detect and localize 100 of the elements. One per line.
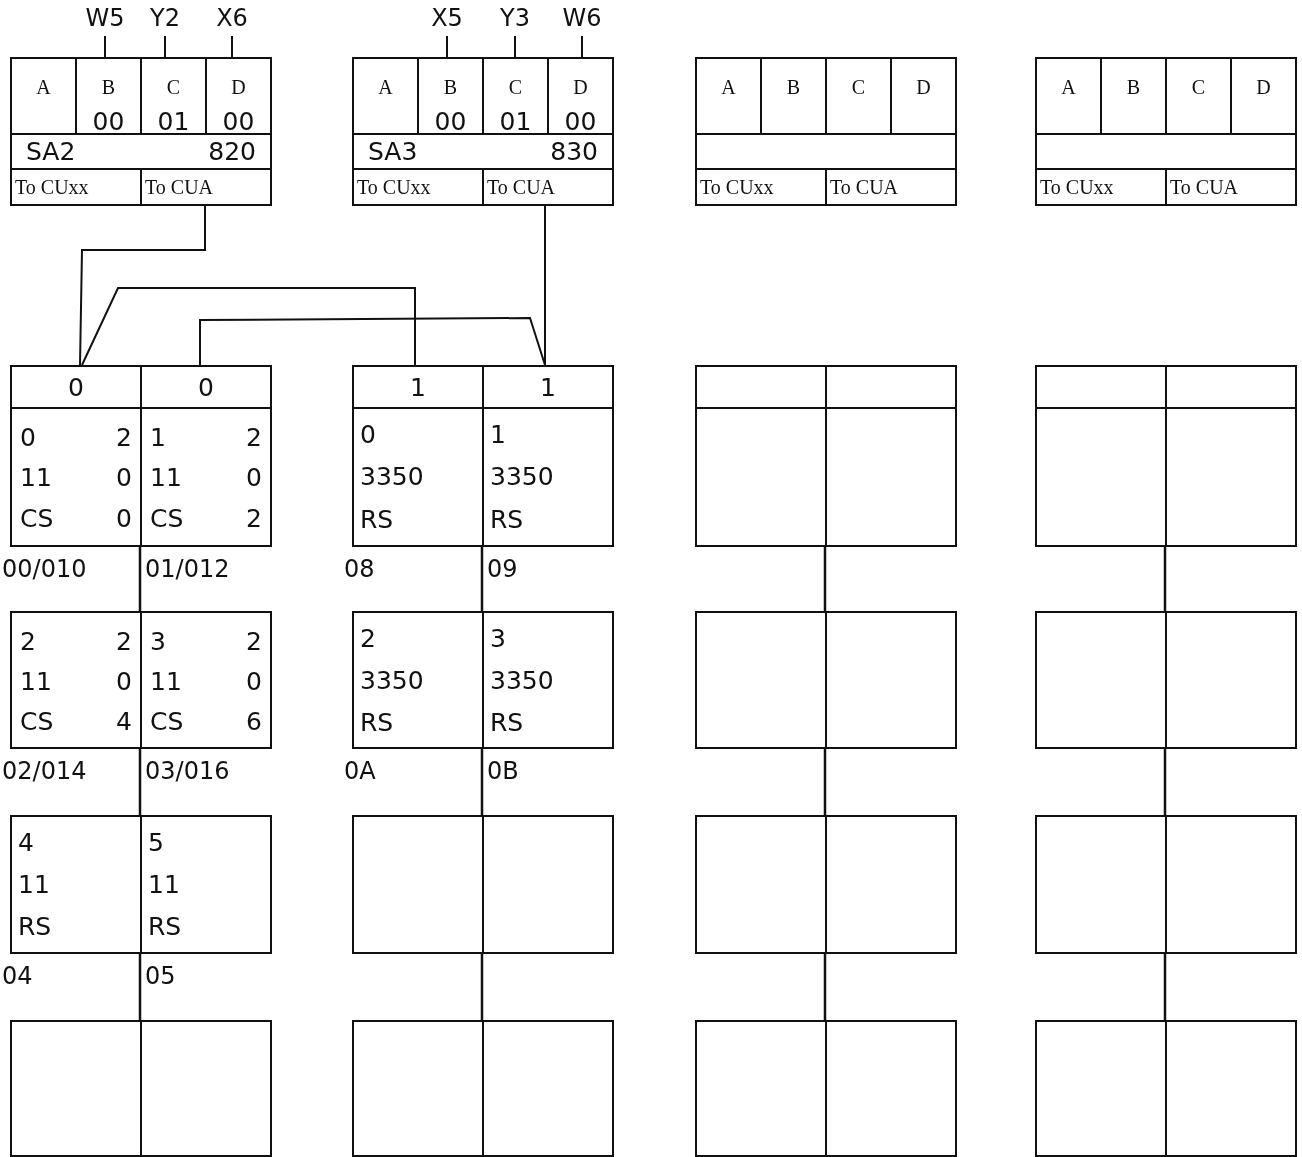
device-cell	[10, 611, 142, 749]
field-letter: A	[1061, 77, 1076, 97]
empty-box	[352, 1020, 484, 1157]
signal-label: X6	[207, 6, 257, 36]
device-cell	[140, 611, 272, 749]
cell-text: CS	[150, 708, 184, 734]
field-cell	[352, 57, 419, 135]
empty-box	[1035, 815, 1167, 954]
port-cell	[10, 168, 142, 206]
address-band	[10, 133, 272, 170]
empty-box	[825, 1020, 957, 1157]
cell-text: 0	[20, 424, 36, 450]
cell-text: 3350	[360, 464, 424, 490]
cell-text: 3350	[360, 667, 424, 693]
address-label: 0B	[487, 759, 519, 783]
cell-text: 3350	[490, 667, 554, 693]
cell-text: 0	[116, 506, 132, 532]
empty-box	[1035, 1020, 1167, 1157]
empty-box	[482, 1020, 614, 1157]
empty-box	[1165, 1020, 1297, 1157]
cell-text: 11	[150, 465, 182, 491]
connector-line	[79, 205, 206, 366]
cell-text: 11	[20, 668, 52, 694]
cell-text: 6	[246, 708, 262, 734]
connector-line	[199, 317, 546, 366]
address-label: 08	[344, 557, 375, 581]
leader-line	[104, 35, 106, 58]
port-cell	[695, 168, 827, 206]
cell-text: 2	[20, 628, 36, 654]
field-cell	[1230, 57, 1297, 135]
cell-text: CS	[20, 708, 54, 734]
device-cell	[352, 611, 484, 749]
cell-text: 11	[150, 668, 182, 694]
field-value: 01	[499, 109, 532, 134]
port-cell	[352, 168, 484, 206]
signal-label: W6	[557, 6, 607, 36]
field-value: 00	[434, 109, 467, 134]
empty-box	[695, 1020, 827, 1157]
address-label: 03/016	[145, 759, 230, 783]
empty-box	[825, 815, 957, 954]
signal-label: X5	[422, 6, 472, 36]
cell-text: To CUA	[487, 177, 556, 197]
device-cell	[140, 407, 272, 547]
cell-text: 1	[150, 424, 166, 450]
cell-text: To CUxx	[357, 177, 431, 197]
field-letter: B	[443, 77, 458, 97]
cell-text: 11	[20, 465, 52, 491]
field-letter: C	[166, 77, 181, 97]
cell-text: 2	[246, 506, 262, 532]
cell-text: 2	[360, 625, 376, 651]
empty-box	[695, 133, 957, 170]
port-cell	[1035, 168, 1167, 206]
cell-text: RS	[490, 507, 524, 533]
cell-text: 0	[116, 465, 132, 491]
field-letter: D	[231, 77, 246, 97]
empty-box	[352, 815, 484, 954]
field-value: 01	[157, 109, 190, 134]
field-letter: C	[851, 77, 866, 97]
cell-text: To CUxx	[700, 177, 774, 197]
signal-label: W5	[80, 6, 130, 36]
cell-text: 4	[18, 829, 34, 855]
device-cell	[140, 815, 272, 954]
cell-text: 0	[246, 668, 262, 694]
device-cell	[352, 407, 484, 547]
empty-box	[1035, 611, 1167, 749]
empty-box	[1035, 133, 1297, 170]
cell-text: RS	[18, 914, 52, 940]
field-letter: A	[721, 77, 736, 97]
field-cell	[547, 57, 614, 135]
cell-text: 1	[490, 421, 506, 447]
cell-text: 830	[550, 139, 598, 164]
port-cell	[482, 168, 614, 206]
empty-box	[695, 815, 827, 954]
empty-box	[695, 611, 827, 749]
cell-text: 0	[360, 421, 376, 447]
cell-text: To CUA	[830, 177, 899, 197]
leader-line	[514, 35, 516, 58]
cell-text: 2	[246, 424, 262, 450]
connector-line	[544, 205, 546, 366]
cell-text: 0	[246, 465, 262, 491]
cell-text: 2	[116, 424, 132, 450]
empty-box	[1165, 815, 1297, 954]
address-label: 05	[145, 964, 176, 988]
field-letter: B	[1126, 77, 1141, 97]
cell-text: 0	[116, 668, 132, 694]
field-cell	[1035, 57, 1102, 135]
empty-box	[482, 815, 614, 954]
field-value: 00	[92, 109, 125, 134]
address-label: 0A	[344, 759, 376, 783]
cell-text: CS	[20, 506, 54, 532]
field-letter: A	[378, 77, 393, 97]
cell-text: 0	[68, 374, 84, 400]
cell-text: CS	[150, 506, 184, 532]
field-cell	[10, 57, 77, 135]
cell-text: 1	[540, 374, 556, 400]
cell-text: 820	[208, 139, 256, 164]
field-letter: C	[508, 77, 523, 97]
cell-text: 3	[490, 625, 506, 651]
leader-line	[446, 35, 448, 58]
cell-text: RS	[490, 709, 524, 735]
